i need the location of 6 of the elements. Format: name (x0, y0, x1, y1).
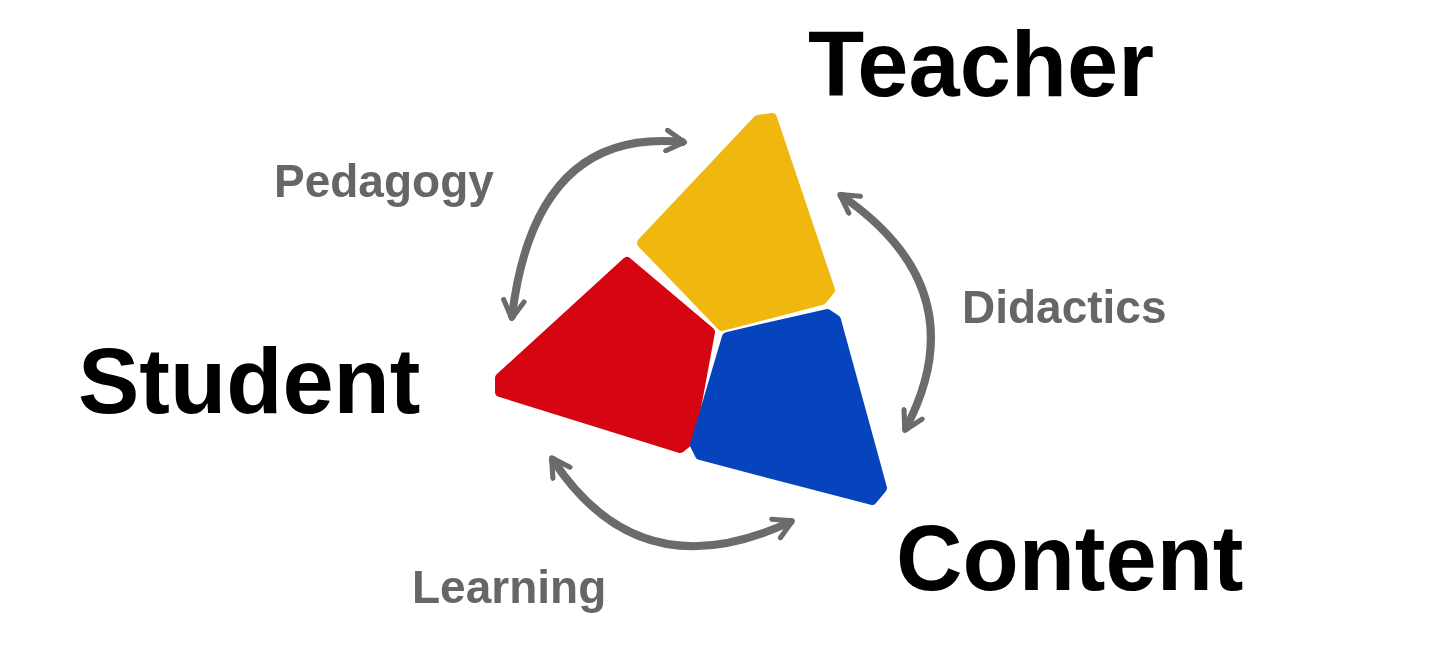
node-label: Student (78, 335, 421, 427)
node-label: Teacher (808, 18, 1155, 110)
curved-arrow (837, 191, 935, 433)
curved-arrow (501, 128, 688, 322)
node-label: Content (896, 512, 1244, 604)
curved-arrow (548, 455, 795, 551)
